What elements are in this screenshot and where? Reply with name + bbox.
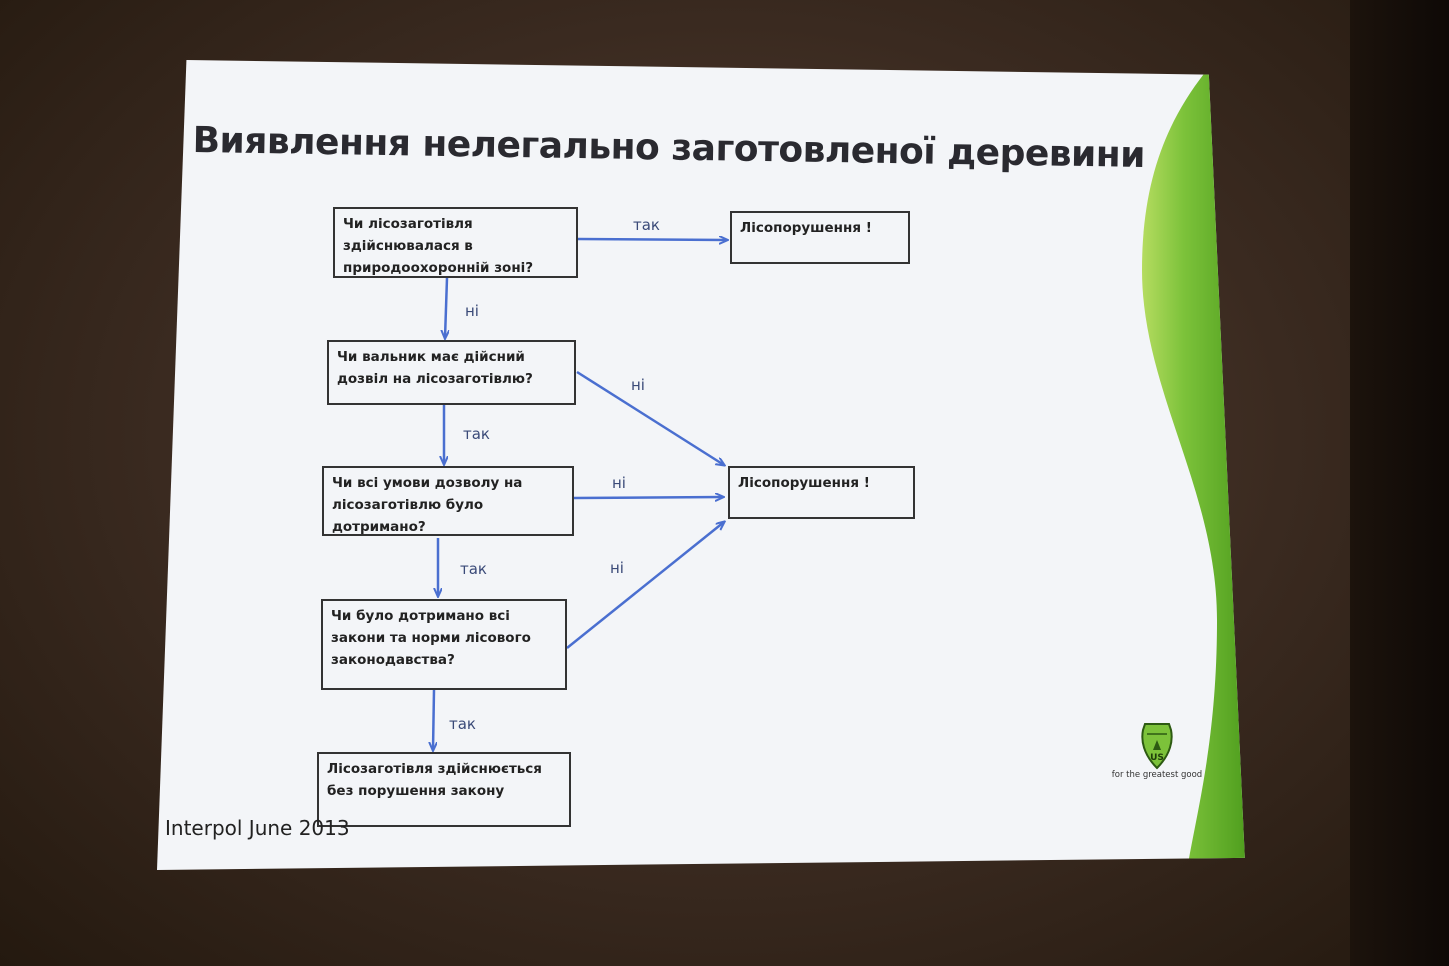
- edge-label-q4-no: ні: [610, 559, 624, 577]
- forest-service-shield-logo: US: [1141, 723, 1173, 770]
- edge-label-q1-yes: так: [633, 216, 660, 234]
- arrow-q3-no: [573, 497, 723, 498]
- arrow-q1-yes: [577, 239, 727, 240]
- decision-box-q4: Чи було дотримано всі закони та норми лі…: [321, 599, 567, 690]
- svg-text:US: US: [1150, 753, 1164, 763]
- edge-label-q1-no: ні: [465, 302, 479, 320]
- result-box-violation-top: Лісопорушення !: [730, 211, 910, 264]
- result-box-legal: Лісозаготівля здійснюється без порушення…: [317, 752, 571, 827]
- edge-label-q2-no: ні: [631, 376, 645, 394]
- logo-tagline: for the greatest good: [1111, 770, 1203, 780]
- projected-slide: Виявлення нелегально заготовленої дереви…: [157, 60, 1247, 870]
- arrow-q2-no: [576, 370, 724, 465]
- flow-arrows: [157, 60, 1247, 870]
- arrow-q1-no: [445, 277, 447, 338]
- edge-label-q3-no: ні: [612, 474, 626, 492]
- edge-label-q3-yes: так: [460, 560, 487, 578]
- decision-box-q1: Чи лісозаготівля здійснювалася в природо…: [333, 207, 578, 278]
- edge-label-q2-yes: так: [463, 425, 490, 443]
- decision-box-q2: Чи вальник має дійсний дозвіл на лісозаг…: [327, 340, 576, 405]
- room-wall-dark: [1350, 0, 1449, 966]
- slide-footer: Interpol June 2013: [165, 816, 350, 840]
- decision-box-q3: Чи всі умови дозволу на лісозаготівлю бу…: [322, 466, 574, 536]
- result-box-violation-mid: Лісопорушення !: [728, 466, 915, 519]
- arrow-q4-yes: [433, 689, 434, 750]
- edge-label-q4-yes: так: [449, 715, 476, 733]
- arrow-q4-no: [566, 522, 724, 649]
